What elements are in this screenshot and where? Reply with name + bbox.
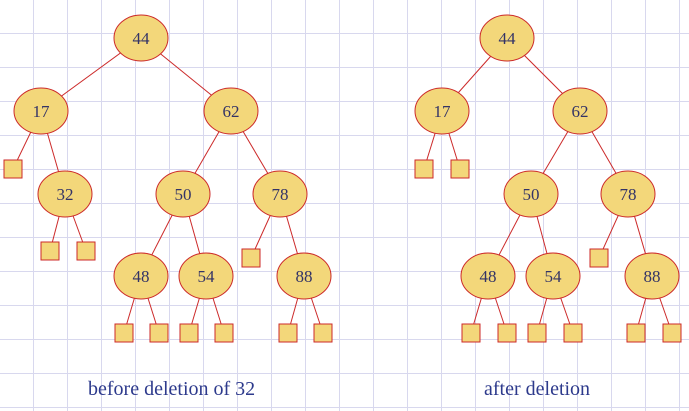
tree-node-a88: 88	[624, 252, 680, 300]
node-key: 88	[644, 267, 661, 286]
leaf-node	[114, 323, 134, 343]
node-key: 44	[133, 29, 151, 48]
node-ellipse	[600, 170, 656, 218]
tree-node-b78: 78	[252, 170, 308, 218]
leaf-node	[179, 323, 199, 343]
node-ellipse	[13, 87, 69, 135]
node-key: 17	[33, 102, 51, 121]
leaf-node	[626, 323, 646, 343]
tree-node-b44: 44	[113, 14, 169, 62]
leaf-node	[461, 323, 481, 343]
tree-node-a44: 44	[479, 14, 535, 62]
leaf-node	[278, 323, 298, 343]
node-ellipse	[460, 252, 516, 300]
leaf-node	[241, 248, 261, 268]
nodes-layer: 44 17 62 32 50 78 48 54 88 44 17 62 50 78 48 54 88	[3, 14, 682, 343]
node-ellipse	[525, 252, 581, 300]
node-ellipse	[113, 14, 169, 62]
tree-node-b17: 17	[13, 87, 69, 135]
node-ellipse	[252, 170, 308, 218]
leaf-node	[662, 323, 682, 343]
node-ellipse	[37, 170, 93, 218]
node-key: 50	[523, 185, 540, 204]
tree-node-a17: 17	[414, 87, 470, 135]
leaf-node	[149, 323, 169, 343]
leaf-node	[76, 241, 96, 261]
leaf-node	[40, 241, 60, 261]
tree-node-a62: 62	[552, 87, 608, 135]
tree-node-b62: 62	[203, 87, 259, 135]
node-key: 78	[620, 185, 637, 204]
tree-node-a54: 54	[525, 252, 581, 300]
leaf-node	[3, 159, 23, 179]
leaf-node	[563, 323, 583, 343]
node-key: 62	[572, 102, 589, 121]
leaf-node	[414, 159, 434, 179]
node-ellipse	[113, 252, 169, 300]
caption-after: after deletion	[484, 378, 591, 400]
tree-node-b32: 32	[37, 170, 93, 218]
leaf-node	[589, 248, 609, 268]
leaf-node	[214, 323, 234, 343]
node-key: 32	[57, 185, 74, 204]
node-key: 88	[296, 267, 313, 286]
tree-node-b88: 88	[276, 252, 332, 300]
tree-node-b50: 50	[155, 170, 211, 218]
node-key: 48	[133, 267, 150, 286]
tree-node-a50: 50	[503, 170, 559, 218]
node-key: 17	[434, 102, 452, 121]
leaf-node	[450, 159, 470, 179]
node-ellipse	[503, 170, 559, 218]
node-ellipse	[479, 14, 535, 62]
leaf-node	[313, 323, 333, 343]
node-ellipse	[178, 252, 234, 300]
node-key: 54	[545, 267, 563, 286]
node-ellipse	[624, 252, 680, 300]
tree-node-b54: 54	[178, 252, 234, 300]
tree-node-b48: 48	[113, 252, 169, 300]
leaf-node	[497, 323, 517, 343]
node-ellipse	[414, 87, 470, 135]
node-key: 54	[198, 267, 216, 286]
caption-before: before deletion of 32	[88, 378, 256, 400]
tree-node-a78: 78	[600, 170, 656, 218]
tree-node-a48: 48	[460, 252, 516, 300]
node-key: 78	[272, 185, 289, 204]
node-key: 48	[480, 267, 497, 286]
node-key: 50	[175, 185, 192, 204]
node-ellipse	[203, 87, 259, 135]
leaf-node	[527, 323, 547, 343]
node-ellipse	[276, 252, 332, 300]
node-key: 44	[499, 29, 517, 48]
node-ellipse	[552, 87, 608, 135]
node-ellipse	[155, 170, 211, 218]
node-key: 62	[223, 102, 240, 121]
